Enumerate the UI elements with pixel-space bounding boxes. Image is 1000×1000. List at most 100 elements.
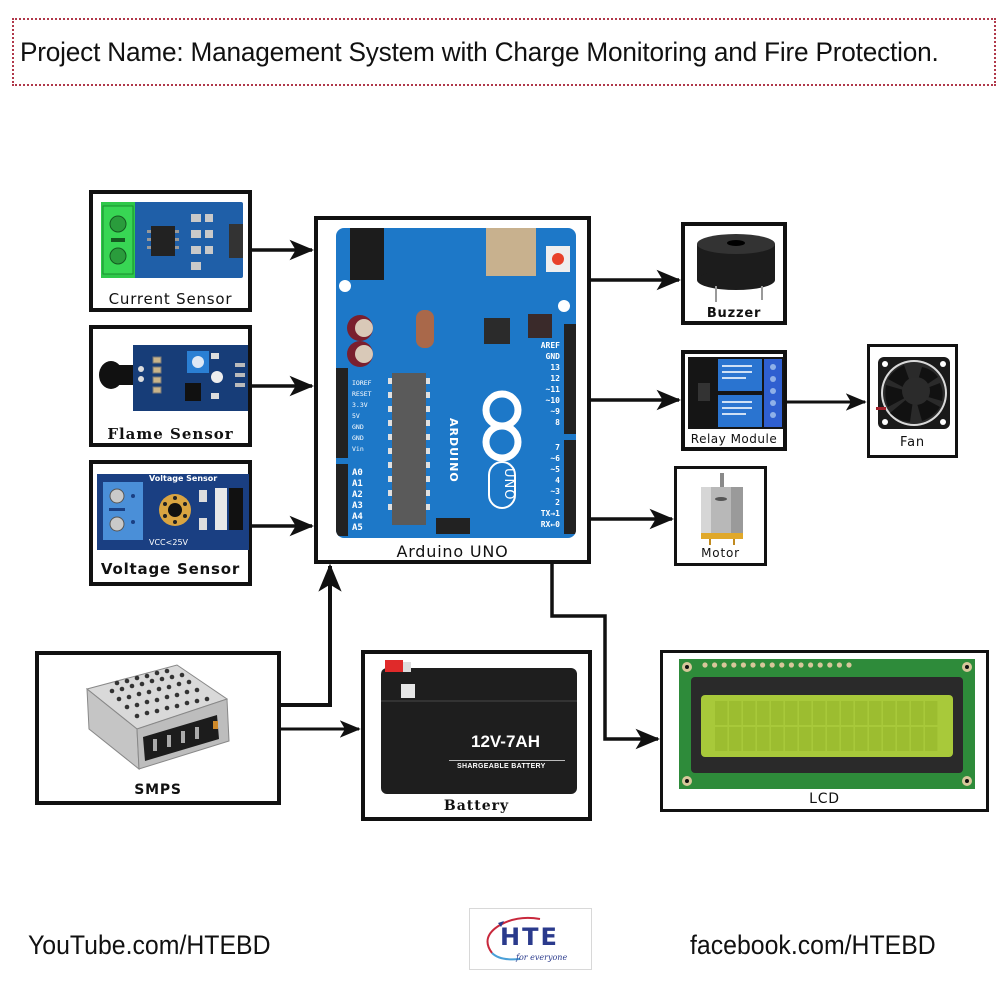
youtube-link[interactable]: YouTube.com/HTEBD	[28, 930, 271, 960]
voltage-sensor-block: Voltage Sensor VCC<25V Voltage Sensor	[89, 460, 252, 586]
motor-block: Motor	[674, 466, 767, 566]
lcd-header-pin	[846, 662, 852, 668]
pin-label: ~5	[550, 465, 560, 474]
lcd-header-pin	[760, 662, 766, 668]
lcd-char-cell	[827, 701, 840, 725]
lcd-char-cell	[743, 727, 756, 751]
fan-label: Fan	[900, 435, 925, 450]
battery-rating: 12V-7AH	[471, 732, 540, 751]
pin-label: 2	[555, 498, 560, 507]
lcd-header-pin	[712, 662, 718, 668]
lcd-char-cell	[883, 701, 896, 725]
buzzer-icon	[697, 234, 775, 302]
lcd-char-cell	[841, 727, 854, 751]
wire-smps-to-arduino	[281, 563, 342, 707]
lcd-char-cell	[785, 701, 798, 725]
lcd-char-cell	[869, 727, 882, 751]
hte-logo-tagline: for everyone	[516, 953, 568, 962]
pin-label: ~6	[550, 454, 560, 463]
pin-label: ~9	[550, 407, 560, 416]
current-sensor-icon	[101, 202, 243, 278]
pin-label: 8	[555, 418, 560, 427]
lcd-char-cell	[813, 701, 826, 725]
lcd-char-cell	[813, 727, 826, 751]
lcd-char-cell	[827, 727, 840, 751]
lcd-char-cell	[743, 701, 756, 725]
lcd-char-cell	[757, 701, 770, 725]
current-sensor-block: Current Sensor	[89, 190, 252, 312]
flame-sensor-icon	[99, 345, 248, 411]
lcd-header-pin	[836, 662, 842, 668]
lcd-header-pin	[721, 662, 727, 668]
fan-block: Fan	[867, 344, 958, 458]
pin-label: A1	[352, 479, 363, 489]
pin-label: Vin	[352, 445, 364, 453]
relay-module-label: Relay Module	[690, 432, 778, 446]
lcd-char-cell	[715, 727, 728, 751]
arduino-uno-icon: ARDUINO UNO IOREF RESET 3.3V 5V GND GND …	[336, 228, 576, 538]
battery-icon: 12V-7AH SHARGEABLE BATTERY	[379, 660, 579, 796]
relay-module-icon	[688, 357, 784, 429]
lcd-char-cell	[925, 701, 938, 725]
pin-label: ~11	[545, 385, 560, 394]
pin-label: A0	[352, 468, 363, 478]
lcd-char-cell	[911, 727, 924, 751]
flame-sensor-label: Flame Sensor	[107, 425, 234, 443]
pin-label: A4	[352, 512, 363, 522]
hte-logo: HTE for everyone	[469, 908, 592, 970]
lcd-char-cell	[855, 727, 868, 751]
pin-label: 7	[555, 443, 560, 452]
battery-label: Battery	[443, 798, 510, 814]
pin-label: ~3	[550, 487, 560, 496]
pin-label: AREF	[540, 341, 560, 350]
lcd-header-pin	[808, 662, 814, 668]
lcd-char-cell	[757, 727, 770, 751]
lcd-char-cell	[855, 701, 868, 725]
lcd-char-cell	[799, 727, 812, 751]
pin-label: IOREF	[352, 379, 372, 387]
lcd-header-pin	[731, 662, 737, 668]
lcd-char-cell	[785, 727, 798, 751]
lcd-header-pin	[750, 662, 756, 668]
pin-label: RX←0	[540, 520, 560, 529]
lcd-char-cell	[729, 701, 742, 725]
arduino-model: UNO	[501, 468, 516, 501]
pin-label: 13	[550, 363, 560, 372]
pin-label: RESET	[352, 390, 372, 398]
lcd-char-cell	[715, 701, 728, 725]
lcd-char-cell	[897, 727, 910, 751]
hte-logo-icon	[486, 916, 541, 961]
lcd-header-pin	[817, 662, 823, 668]
pin-label: GND	[352, 423, 364, 431]
arduino-digital-pins-lower: 7 ~6 ~5 4 ~3 2 TX→1 RX←0	[541, 442, 560, 530]
lcd-header-pin	[827, 662, 833, 668]
lcd-char-cell	[841, 701, 854, 725]
voltage-sensor-label: Voltage Sensor	[100, 560, 241, 578]
buzzer-label: Buzzer	[706, 306, 762, 321]
lcd-header-pin	[702, 662, 708, 668]
voltage-sensor-board-rating: VCC<25V	[149, 538, 188, 547]
current-sensor-label: Current Sensor	[108, 290, 233, 308]
fan-icon	[876, 357, 950, 429]
project-title-box: Project Name: Management System with Cha…	[12, 18, 996, 86]
smps-label: SMPS	[134, 782, 182, 798]
flame-sensor-block: Flame Sensor	[89, 325, 252, 447]
pin-label: 5V	[352, 412, 360, 420]
arduino-uno-label: Arduino UNO	[396, 542, 509, 561]
lcd-header-pin	[769, 662, 775, 668]
pin-label: ~10	[545, 396, 560, 405]
facebook-link[interactable]: facebook.com/HTEBD	[690, 930, 936, 960]
pin-label: GND	[352, 434, 364, 442]
lcd-char-cell	[869, 701, 882, 725]
pin-label: GND	[545, 352, 560, 361]
pin-label: A5	[352, 523, 363, 533]
pin-label: A2	[352, 490, 363, 500]
smps-block: SMPS	[35, 651, 281, 805]
lcd-char-cell	[771, 727, 784, 751]
lcd-header-pin	[798, 662, 804, 668]
motor-icon	[701, 473, 743, 545]
arduino-digital-pins-upper: AREF GND 13 12 ~11 ~10 ~9 8	[541, 340, 560, 428]
hte-logo-text: HTE	[500, 923, 559, 951]
lcd-char-cell	[897, 701, 910, 725]
motor-label: Motor	[701, 546, 740, 560]
